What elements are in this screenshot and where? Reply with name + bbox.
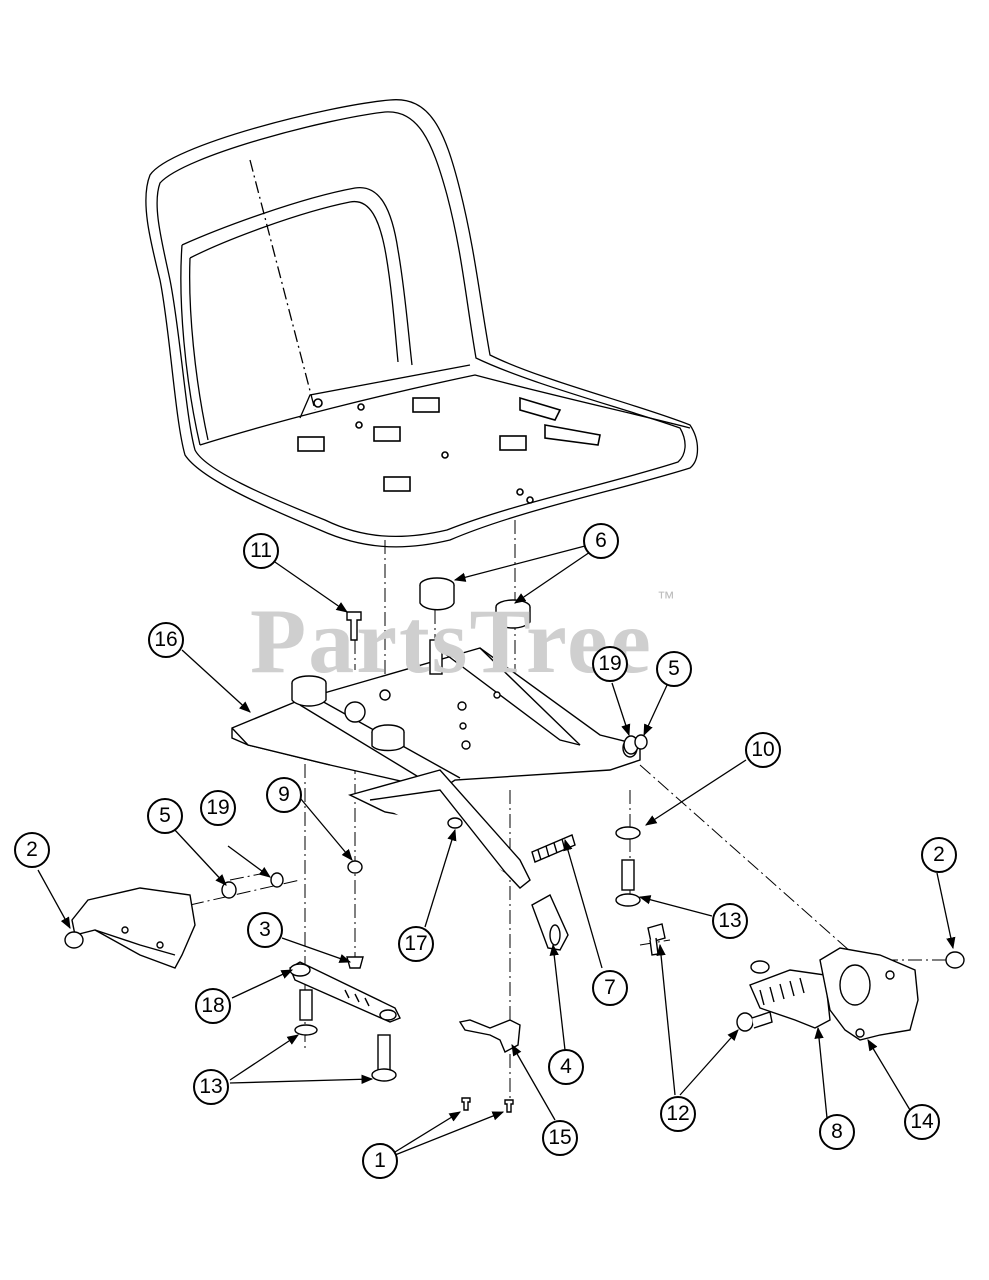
callout-9: 9 bbox=[266, 777, 302, 813]
callout-2-right: 2 bbox=[921, 837, 957, 873]
callout-1: 1 bbox=[362, 1143, 398, 1179]
callout-7: 7 bbox=[592, 970, 628, 1006]
callout-16: 16 bbox=[148, 622, 184, 658]
callout-14: 14 bbox=[904, 1104, 940, 1140]
leader-arrows bbox=[37, 545, 956, 1156]
seat-bracket bbox=[231, 647, 641, 889]
callout-5-left: 5 bbox=[147, 798, 183, 834]
callout-19-right: 19 bbox=[592, 646, 628, 682]
callout-4: 4 bbox=[548, 1049, 584, 1085]
callout-6: 6 bbox=[583, 523, 619, 559]
callout-17: 17 bbox=[398, 926, 434, 962]
callout-19-left: 19 bbox=[200, 790, 236, 826]
trademark-symbol: ™ bbox=[656, 588, 677, 608]
callout-11: 11 bbox=[243, 533, 279, 569]
callout-13-right: 13 bbox=[712, 903, 748, 939]
callout-5-right: 5 bbox=[656, 651, 692, 687]
callout-12: 12 bbox=[660, 1096, 696, 1132]
callout-3: 3 bbox=[247, 912, 283, 948]
callout-13-left: 13 bbox=[193, 1069, 229, 1105]
callout-2-left: 2 bbox=[14, 832, 50, 868]
callout-8: 8 bbox=[819, 1114, 855, 1150]
callout-18: 18 bbox=[195, 988, 231, 1024]
hardware-parts bbox=[64, 577, 965, 1113]
seat-drawing bbox=[145, 99, 699, 548]
callout-15: 15 bbox=[542, 1120, 578, 1156]
callout-10: 10 bbox=[745, 732, 781, 768]
